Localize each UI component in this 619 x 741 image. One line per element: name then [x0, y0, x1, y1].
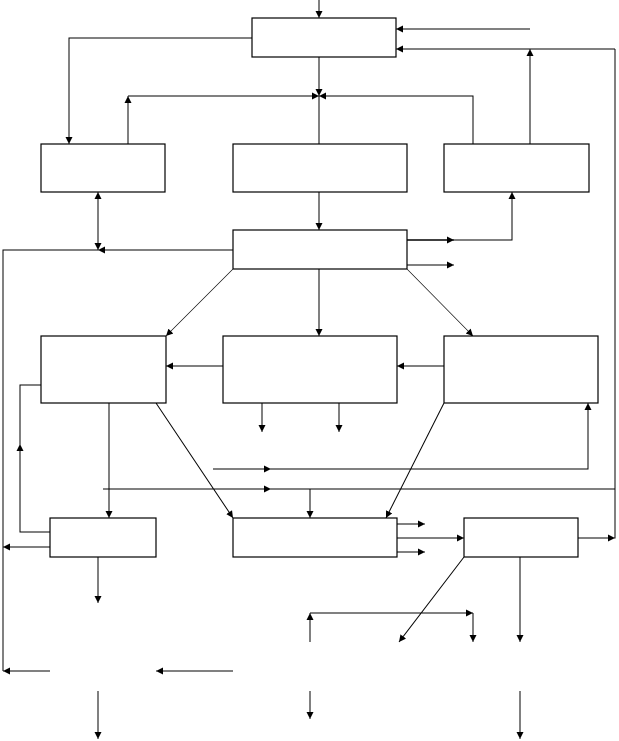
mid-right-block [443, 335, 599, 404]
hub-to-mid-left-arrow [165, 268, 234, 337]
mid-left-loop-line [19, 384, 50, 533]
mid-left-block [40, 335, 167, 404]
right-to-junction-arrow [319, 92, 474, 144]
bottom-left-block [49, 517, 157, 558]
right-block [443, 143, 590, 193]
hub-to-mid-right-arrow [406, 268, 474, 337]
top-block [251, 17, 397, 58]
hub-block [232, 229, 408, 270]
top-to-left-arrow [65, 37, 252, 144]
left-bus-line [2, 249, 98, 671]
feeder-to-mid-right-arrow [271, 403, 592, 470]
mid-right-to-bottom-center-arrow [385, 402, 445, 519]
bottom-right-diagonal-arrow [398, 556, 465, 643]
left-block [40, 143, 166, 193]
bottom-center-block [232, 517, 398, 558]
mid-left-to-bottom-center-arrow [155, 402, 234, 519]
center-block [232, 143, 408, 193]
right-feedback-line [578, 49, 616, 539]
bottom-right-block [463, 517, 579, 558]
hub-to-right-block-arrow [454, 192, 516, 241]
mid-center-block [222, 335, 398, 404]
